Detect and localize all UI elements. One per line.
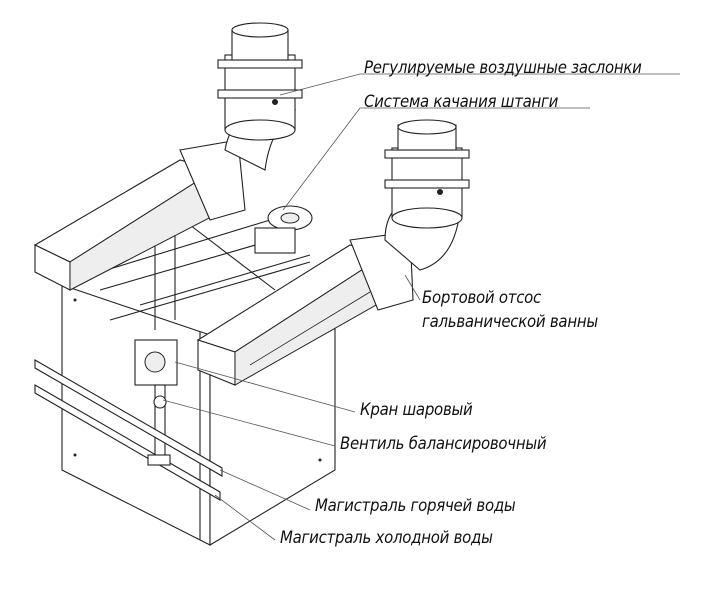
label-side-exhaust-1: Бортовой отсос <box>422 288 542 308</box>
label-cold-water-main: Магистраль холодной воды <box>280 528 493 548</box>
label-dampers: Регулируемые воздушные заслонки <box>364 58 642 78</box>
left-exhaust-hood <box>33 139 246 291</box>
label-hot-water-main: Магистраль горячей воды <box>315 496 516 516</box>
left-duct <box>217 22 303 171</box>
swing-frame <box>89 219 311 330</box>
label-swing-system: Система качания штанги <box>364 92 559 112</box>
label-balancing-valve: Вентиль балансировочный <box>340 434 547 454</box>
label-ball-valve: Кран шаровый <box>360 400 473 420</box>
right-duct <box>384 119 470 271</box>
label-side-exhaust-2: гальванической ванны <box>422 312 598 332</box>
leader-lines <box>162 73 680 541</box>
piping <box>34 339 223 501</box>
right-exhaust-hood <box>196 231 414 386</box>
swing-mechanism <box>254 205 313 254</box>
